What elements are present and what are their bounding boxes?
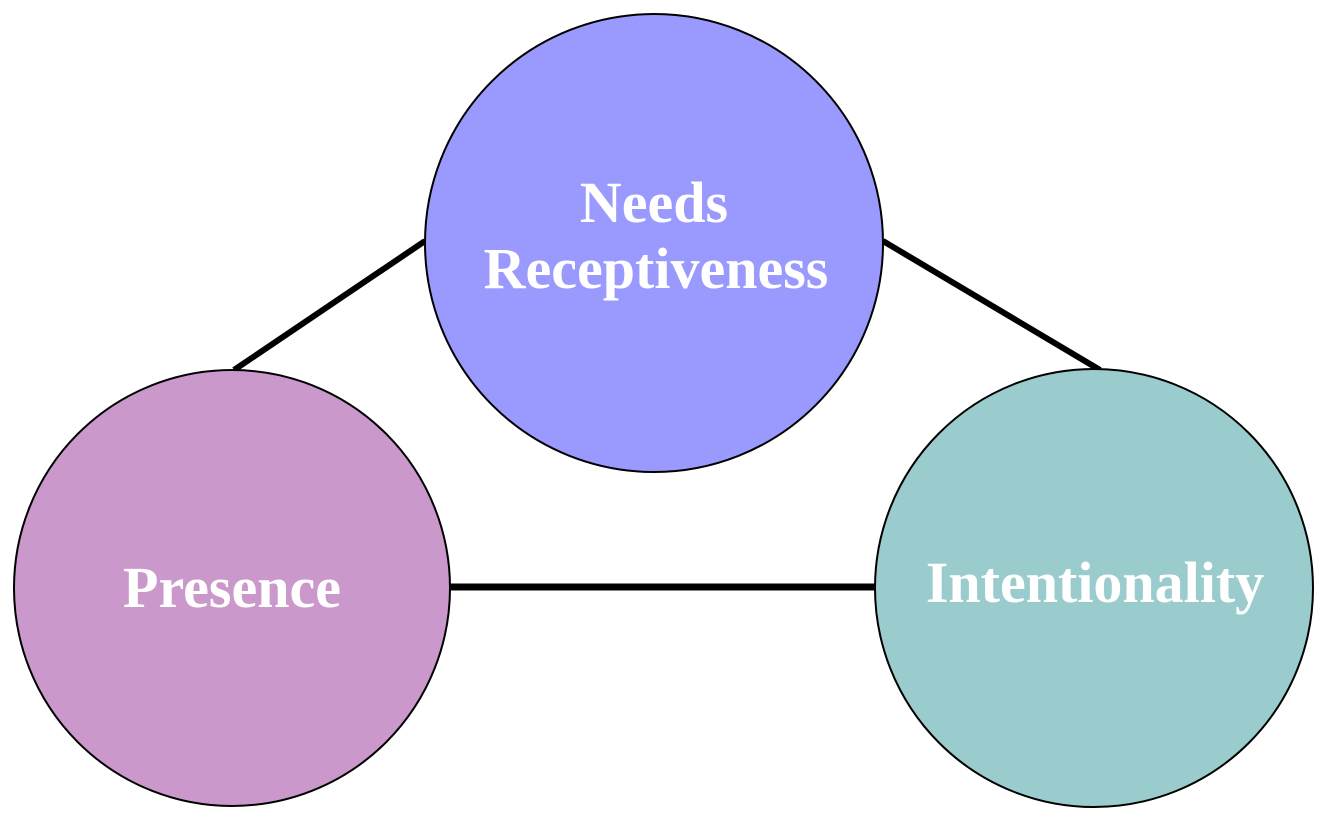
node-intentionality-circle bbox=[874, 368, 1314, 808]
node-needs-label-line1: Needs bbox=[580, 170, 728, 235]
node-needs-label-line2: Receptiveness bbox=[484, 236, 829, 301]
edge-needs-presence bbox=[232, 238, 427, 373]
node-presence: Presence bbox=[13, 369, 451, 807]
node-presence-label: Presence bbox=[123, 555, 341, 620]
edge-needs-intentionality bbox=[881, 238, 1102, 373]
node-intentionality: Intentionality bbox=[874, 368, 1314, 808]
node-needs-receptiveness: Needs Receptiveness bbox=[424, 13, 884, 473]
node-needs-circle bbox=[424, 13, 884, 473]
node-presence-circle bbox=[13, 369, 451, 807]
node-intentionality-label: Intentionality bbox=[926, 550, 1264, 615]
